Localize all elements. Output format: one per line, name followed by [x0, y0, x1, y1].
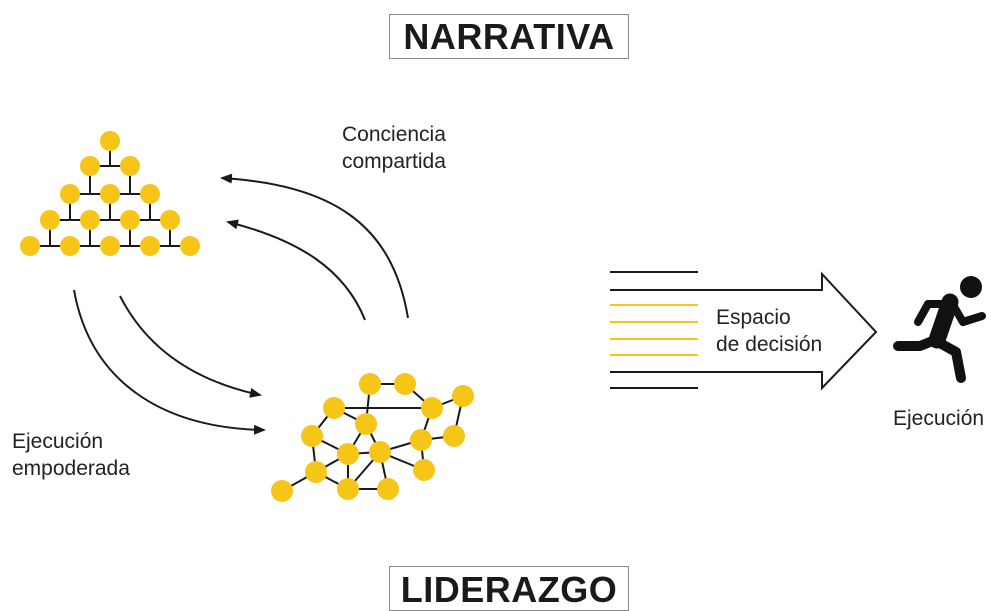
label-empowered-line-1: Ejecución [12, 430, 104, 453]
mesh-node [452, 385, 474, 407]
pyramid-node [20, 236, 40, 256]
arrow-shared-outer [220, 173, 409, 319]
arrow-empowered-inner [119, 295, 262, 398]
mesh-node [413, 459, 435, 481]
mesh-node [421, 397, 443, 419]
label-empowered-line-2: empoderada [12, 457, 130, 480]
pyramid-node [120, 210, 140, 230]
pyramid-node [60, 236, 80, 256]
mesh-node [369, 441, 391, 463]
mesh-node [359, 373, 381, 395]
pyramid-node [140, 184, 160, 204]
mesh-node [410, 429, 432, 451]
label-decision-space: Espacio de decisión [716, 304, 822, 358]
title-liderazgo: LIDERAZGO [389, 566, 629, 611]
mesh-node [305, 461, 327, 483]
pyramid-node [80, 156, 100, 176]
label-shared-line-1: Conciencia [342, 123, 446, 146]
mesh-node [443, 425, 465, 447]
pyramid-node [100, 184, 120, 204]
mesh-node [271, 480, 293, 502]
pyramid-node [80, 210, 100, 230]
pyramid-node [60, 184, 80, 204]
arrow-empowered-outer [73, 289, 266, 435]
mesh-node [394, 373, 416, 395]
running-person-icon [893, 276, 986, 383]
mesh-node [355, 413, 377, 435]
pyramid-node [120, 156, 140, 176]
pyramid-network-icon [20, 131, 200, 256]
pyramid-node [100, 131, 120, 151]
pyramid-node [160, 210, 180, 230]
mesh-node [301, 425, 323, 447]
mesh-node [337, 443, 359, 465]
label-empowered-execution: Ejecución empoderada [12, 428, 130, 482]
mesh-node [377, 478, 399, 500]
mesh-node [323, 397, 345, 419]
pyramid-node [180, 236, 200, 256]
mesh-network-icon [271, 373, 474, 502]
title-narrativa: NARRATIVA [389, 14, 629, 59]
label-shared-line-2: compartida [342, 150, 446, 173]
label-decision-line-1: Espacio [716, 306, 791, 329]
label-execution: Ejecución [893, 407, 985, 430]
pyramid-node [100, 236, 120, 256]
pyramid-node [40, 210, 60, 230]
label-shared-awareness: Conciencia compartida [342, 121, 446, 175]
arrow-shared-inner [226, 219, 366, 321]
label-decision-line-2: de decisión [716, 333, 823, 356]
pyramid-node [140, 236, 160, 256]
decision-space-arrow [610, 271, 878, 391]
mesh-node [337, 478, 359, 500]
